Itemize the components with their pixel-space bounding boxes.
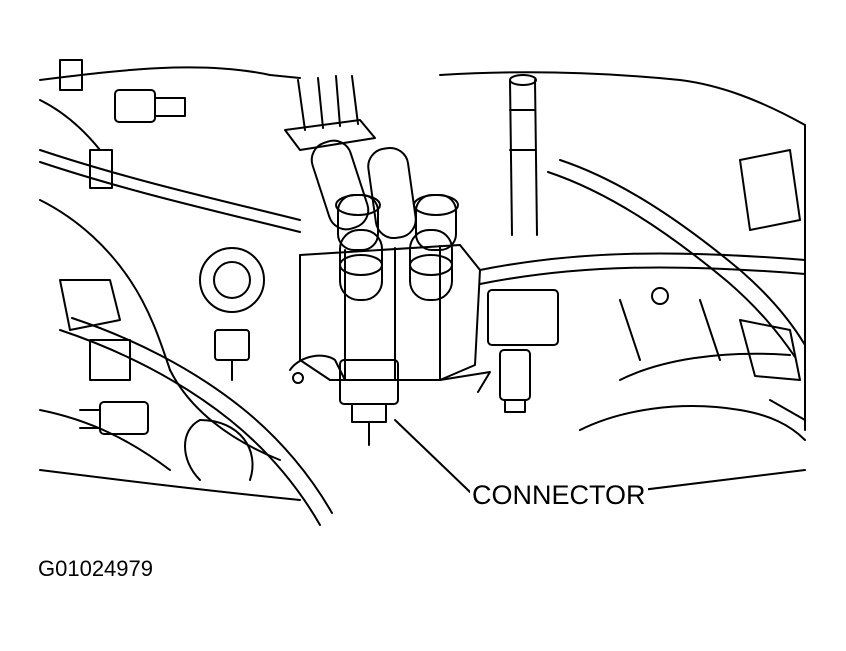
coil-pack (284, 75, 491, 446)
engine-outline (39, 66, 806, 501)
round-fitting (199, 247, 265, 381)
figure-id: G01024979 (38, 556, 153, 581)
right-sensors (487, 149, 806, 421)
left-connectors (59, 59, 186, 435)
ignition-leads (310, 139, 459, 301)
connector-callout-label: CONNECTOR (470, 480, 648, 511)
vertical-pipe (509, 74, 538, 236)
coil-connector (339, 359, 399, 405)
lower-left-body (59, 279, 254, 481)
callout-leader-line (394, 419, 471, 493)
wire-harness (39, 149, 806, 526)
